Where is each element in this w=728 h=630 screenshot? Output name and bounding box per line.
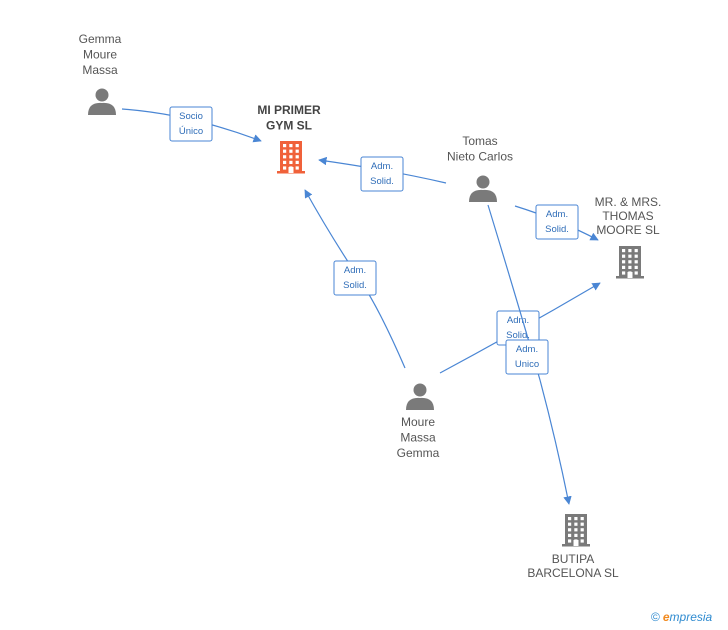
edge-label-box[interactable] [505,339,549,375]
brand-rest: mpresia [669,610,713,624]
edge-label-box[interactable] [360,156,404,192]
edge-label-box[interactable] [535,204,579,240]
edge-label-text: Solid. [370,176,394,187]
edge-label-text: Solid. [506,330,530,341]
edge-label-box[interactable] [169,106,213,142]
node-label-line: MOORE SL [596,223,660,237]
node-label-line: Massa [82,63,118,77]
node-mi[interactable]: MI PRIMER GYM SL [257,103,321,174]
edge-label-text: Adm. [546,209,568,220]
copyright-symbol: © [651,610,660,624]
edge-label-box[interactable] [333,260,377,296]
node-label-line: Tomas [462,134,497,148]
edge-label-text: Unico [515,359,539,370]
edge-label-text: Único [179,126,203,137]
edge-line [487,204,572,505]
building-icon [616,246,644,279]
edge-label-text: Socio [179,111,203,122]
edge-label-text: Adm. [507,315,529,326]
person-icon [88,88,116,115]
edge-tomas-to-butipa: Adm. Unico [487,204,572,505]
edge-label-text: Adm. [344,265,366,276]
edge-label-text: Solid. [343,280,367,291]
node-label-line: Gemma [79,32,122,46]
node-label-line: BUTIPA [552,552,594,566]
node-label-line: MI PRIMER [257,103,321,117]
edge-label-text: Solid. [545,224,569,235]
node-label-line: Moure [83,48,117,62]
brand-e-letter: e [662,610,670,624]
node-label-line: Moure [401,415,435,429]
edge-label-text: Adm. [371,161,393,172]
node-label-line: THOMAS [602,209,653,223]
node-label-line: Nieto Carlos [447,150,513,164]
node-label-line: Gemma [397,446,440,460]
person-icon [469,175,497,202]
edge-mmg-to-mi: Adm. Solid. [304,189,406,369]
edge-label-text: Adm. [516,344,538,355]
edge-tomas-to-mi: Adm. Solid. [318,156,447,192]
footer-brand: © empresia [651,610,712,624]
node-label-line: MR. & MRS. [595,195,662,209]
person-icon [406,383,434,410]
node-label-line: BARCELONA SL [527,566,619,580]
building-icon [277,141,305,174]
building-icon [562,514,590,547]
edge-mmg-to-moore: Adm. Solid. [439,282,601,374]
brand-name: empresia [663,610,712,624]
node-label-line: Massa [400,431,436,445]
node-label-line: GYM SL [266,119,312,133]
edge-tomas-to-moore: Adm. Solid. [514,204,599,241]
